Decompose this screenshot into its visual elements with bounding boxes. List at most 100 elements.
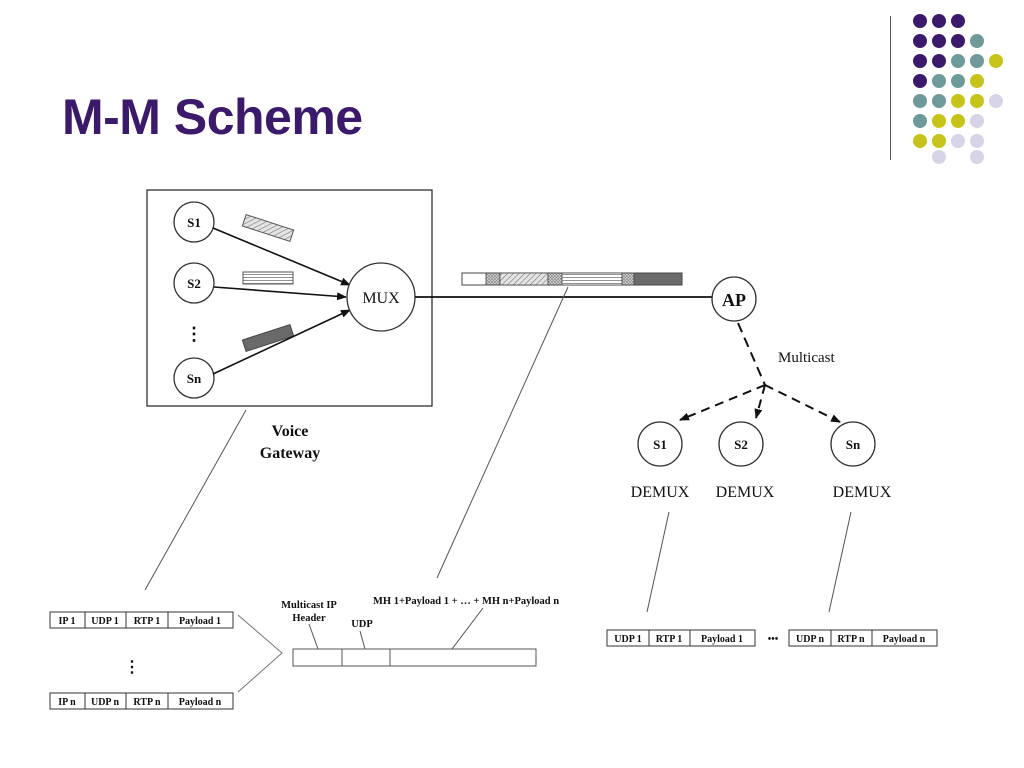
multicast-packet-format <box>292 648 537 667</box>
dot <box>970 114 984 128</box>
dot <box>932 94 946 108</box>
udp-label: UDP <box>351 619 373 630</box>
svg-text:IP 1: IP 1 <box>59 616 76 627</box>
dot <box>932 34 946 48</box>
receiver-node-sn: Sn <box>830 421 876 467</box>
dot <box>932 134 946 148</box>
svg-text:AP: AP <box>722 290 746 310</box>
svg-text:Payload 1: Payload 1 <box>701 634 743 645</box>
dot <box>913 134 927 148</box>
source-node-s1: S1 <box>173 201 215 243</box>
source-node-sn: Sn <box>173 357 215 399</box>
mux-node: MUX <box>346 262 416 332</box>
dot <box>951 94 965 108</box>
pointer-payload <box>451 607 484 650</box>
dot <box>932 14 946 28</box>
multicast-arrow-sn <box>764 384 841 423</box>
svg-text:Payload 1: Payload 1 <box>179 616 221 627</box>
multicast-ip-header-label-line1: Multicast IP <box>281 600 337 611</box>
pointer-header <box>308 623 319 650</box>
arrow-sn-to-mux <box>212 309 351 375</box>
voice-packet-2 <box>242 271 294 285</box>
receiver-node-s2: S2 <box>718 421 764 467</box>
output-ellipsis: ••• <box>768 634 779 645</box>
multiplexed-packet <box>461 272 683 286</box>
arrow-s2-to-mux <box>213 286 347 301</box>
svg-text:UDP n: UDP n <box>796 634 825 645</box>
dot <box>913 94 927 108</box>
dot <box>951 74 965 88</box>
svg-text:Sn: Sn <box>846 437 861 452</box>
dot <box>951 134 965 148</box>
svg-text:UDP 1: UDP 1 <box>91 616 119 627</box>
dot <box>932 150 946 164</box>
svg-text:IP n: IP n <box>58 697 76 708</box>
callout-demuxn-to-output <box>828 511 852 613</box>
arrow-s1-to-mux <box>212 227 351 286</box>
output-packet-row-1: UDP 1 RTP 1 Payload 1 <box>606 629 756 647</box>
voice-gateway-box <box>146 189 433 407</box>
input-packet-row-n: IP n UDP n RTP n Payload n <box>49 692 234 710</box>
svg-text:Payload n: Payload n <box>883 634 926 645</box>
multicast-ip-header-label-line2: Header <box>292 613 326 624</box>
sources-ellipsis: ⋮ <box>185 324 203 344</box>
dot <box>970 134 984 148</box>
svg-text:RTP n: RTP n <box>837 634 865 645</box>
callout-packet-to-format <box>436 286 569 579</box>
pointer-udp <box>359 630 366 650</box>
dot <box>913 74 927 88</box>
svg-text:S1: S1 <box>653 437 667 452</box>
demux-label-1: DEMUX <box>631 484 690 501</box>
svg-text:RTP n: RTP n <box>133 697 161 708</box>
dot <box>951 34 965 48</box>
input-packet-row-1: IP 1 UDP 1 RTP 1 Payload 1 <box>49 611 234 629</box>
dot <box>951 114 965 128</box>
voice-gateway-caption-line1: Voice <box>272 423 309 440</box>
voice-packet-1 <box>241 213 295 243</box>
dot <box>951 54 965 68</box>
voice-packet-n <box>241 323 295 353</box>
voice-gateway-caption-line2: Gateway <box>260 445 320 462</box>
dot <box>913 34 927 48</box>
svg-text:Sn: Sn <box>187 371 202 386</box>
callout-gateway-to-input <box>144 409 247 591</box>
payload-label: MH 1+Payload 1 + … + MH n+Payload n <box>373 596 559 607</box>
svg-text:MUX: MUX <box>362 290 400 307</box>
svg-text:S2: S2 <box>187 276 201 291</box>
receiver-node-s1: S1 <box>637 421 683 467</box>
multicast-arrow-s2 <box>754 384 766 419</box>
merge-chevron <box>237 614 283 693</box>
demux-label-2: DEMUX <box>716 484 775 501</box>
dot <box>913 14 927 28</box>
svg-text:RTP 1: RTP 1 <box>656 634 683 645</box>
dot <box>970 34 984 48</box>
output-packet-row-n: UDP n RTP n Payload n <box>788 629 938 647</box>
dot <box>970 150 984 164</box>
svg-text:S1: S1 <box>187 215 201 230</box>
svg-text:UDP 1: UDP 1 <box>614 634 642 645</box>
dot <box>970 74 984 88</box>
dot <box>989 54 1003 68</box>
dot <box>951 14 965 28</box>
svg-text:S2: S2 <box>734 437 748 452</box>
callout-demux1-to-output <box>646 511 670 613</box>
dot <box>970 94 984 108</box>
svg-text:UDP n: UDP n <box>91 697 120 708</box>
header-divider <box>890 16 891 160</box>
dot <box>932 74 946 88</box>
dot <box>932 54 946 68</box>
dot <box>970 54 984 68</box>
svg-text:Payload n: Payload n <box>179 697 222 708</box>
dot <box>932 114 946 128</box>
access-point-node: AP <box>711 276 757 322</box>
input-ellipsis: ⋮ <box>124 659 140 676</box>
dot <box>913 114 927 128</box>
multicast-label: Multicast <box>778 350 835 366</box>
source-node-s2: S2 <box>173 262 215 304</box>
dot <box>913 54 927 68</box>
multicast-arrow-s1 <box>679 384 766 421</box>
demux-label-n: DEMUX <box>833 484 892 501</box>
ap-multicast-dashed-line <box>737 322 766 386</box>
svg-text:RTP 1: RTP 1 <box>134 616 161 627</box>
